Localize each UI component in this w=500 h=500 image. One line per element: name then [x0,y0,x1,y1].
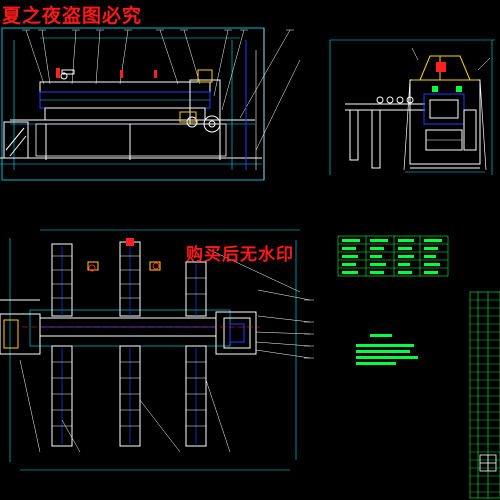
watermark-middle: 购买后无水印 [186,245,294,265]
plan-view [0,229,314,471]
watermark-top: 夏之夜盗图必究 [2,5,143,27]
front-view [0,27,301,181]
side-view [329,39,495,175]
title-block-logo [479,454,497,472]
technical-notes [356,334,418,365]
title-block-rows [470,299,500,493]
spec-table-text [342,239,442,274]
spec-table [337,235,449,277]
